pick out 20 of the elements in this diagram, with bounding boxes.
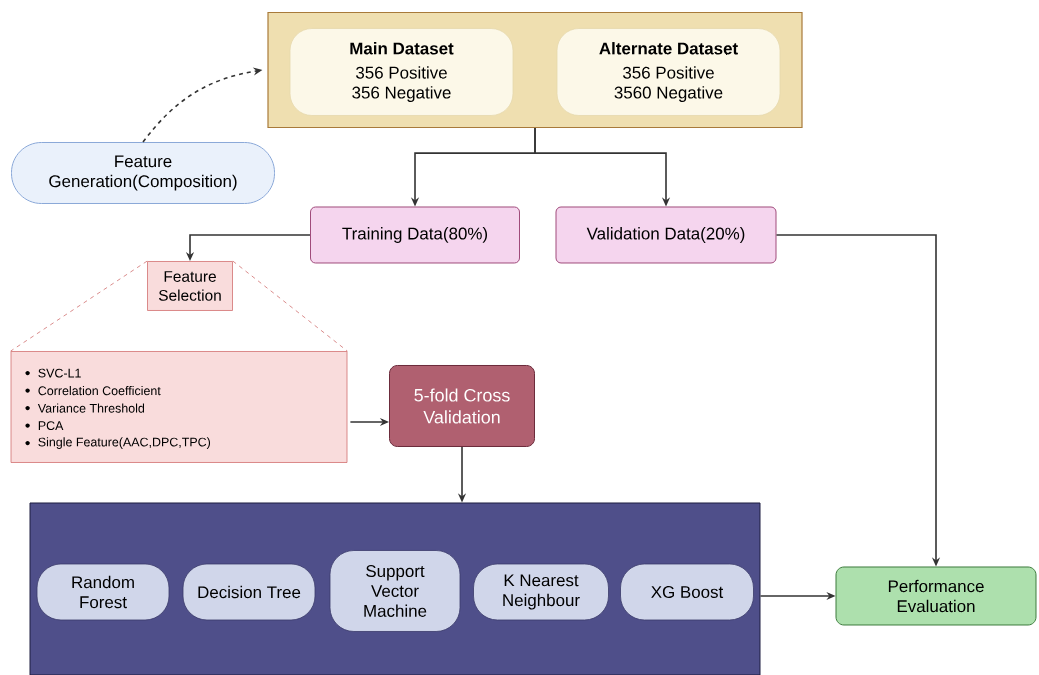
list-item: Single Feature(AAC,DPC,TPC) <box>38 437 210 449</box>
dashed-connector <box>10 260 148 352</box>
list-item: PCA <box>38 421 64 430</box>
list-item: Variance Threshold <box>37 403 145 413</box>
model-pill: Support Vector Machine <box>329 550 461 632</box>
dataset-box: Alternate Dataset 356 Positive 3560 Negative <box>556 28 781 116</box>
cross-validation-box: 5-fold Cross Validation <box>389 365 535 447</box>
dataset-box: Main Dataset 356 Positive 356 Negative <box>289 28 514 116</box>
model-pill: XG Boost <box>620 563 754 621</box>
data-split-box: Training Data(80%) <box>310 206 520 264</box>
dashed-connector <box>232 260 348 352</box>
data-split-box: Validation Data(20%) <box>555 206 777 264</box>
evaluation-box: Performance Evaluation <box>835 566 1037 626</box>
model-pill: Decision Tree <box>182 563 316 621</box>
list-item: SVC-L1 <box>38 368 81 378</box>
list-item: Correlation Coefficient <box>38 386 161 396</box>
feature-selection-box: Feature Selection <box>147 261 233 311</box>
model-pill: K Nearest Neighbour <box>473 563 609 621</box>
model-pill: Random Forest <box>36 563 170 621</box>
feature-generation-box: Feature Generation(Composition) <box>11 142 275 204</box>
